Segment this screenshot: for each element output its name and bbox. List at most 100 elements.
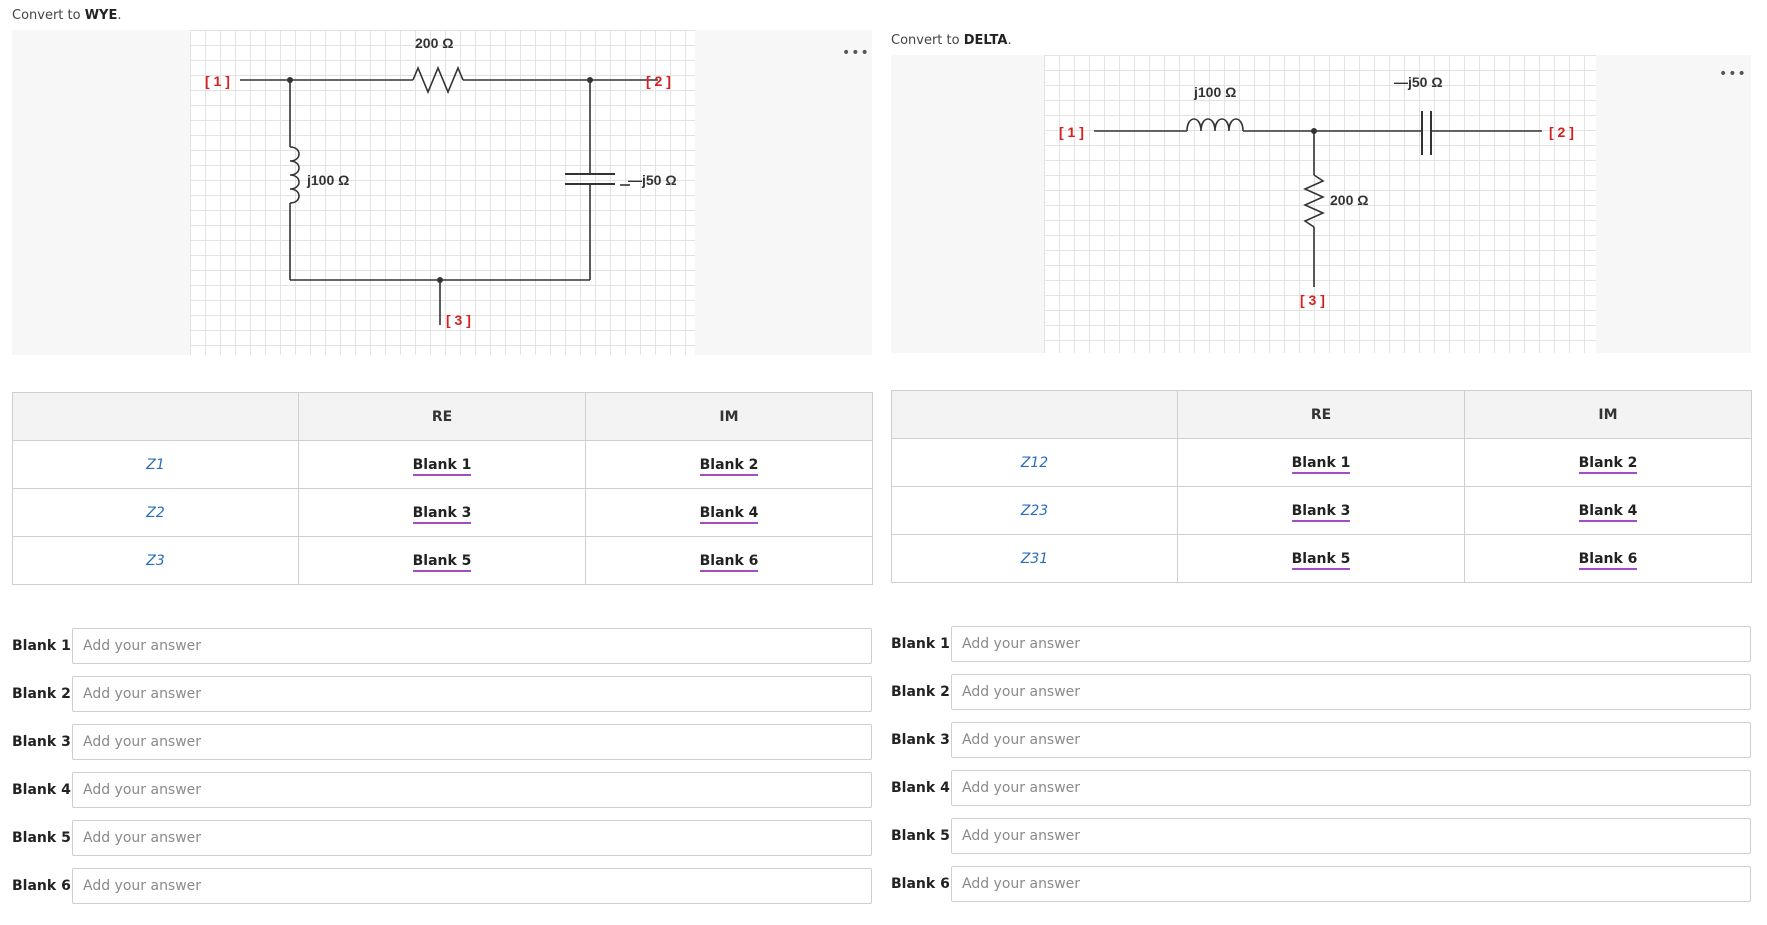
table-cell: Blank 5 bbox=[1177, 534, 1465, 583]
table-header-cell bbox=[12, 392, 299, 441]
blank-link[interactable]: Blank 6 bbox=[1578, 550, 1638, 570]
table-header-cell: IM bbox=[585, 392, 873, 441]
prompt-target: WYE bbox=[84, 8, 118, 23]
answer-input[interactable] bbox=[951, 722, 1751, 758]
more-options-icon[interactable]: ••• bbox=[842, 45, 870, 61]
junction-dot bbox=[437, 277, 443, 283]
answer-input[interactable] bbox=[72, 772, 872, 808]
answer-input[interactable] bbox=[951, 770, 1751, 806]
table-cell: Blank 4 bbox=[585, 488, 873, 537]
capacitor-label: —j50 Ω bbox=[1394, 74, 1443, 90]
prompt-text: Convert to bbox=[891, 33, 964, 48]
answer-label: Blank 4 bbox=[891, 780, 950, 796]
resistor-label: 200 Ω bbox=[415, 35, 453, 51]
answer-label: Blank 3 bbox=[12, 734, 71, 750]
blank-link[interactable]: Blank 1 bbox=[1291, 454, 1351, 474]
node-3-label: [ 3 ] bbox=[1300, 292, 1325, 308]
answer-row: Blank 5 bbox=[12, 820, 877, 858]
delta-question-panel: Convert to DELTA. [ 1 ] [ 2 ] [ 3 bbox=[891, 0, 1756, 925]
node-2-label: [ 2 ] bbox=[1549, 124, 1574, 140]
row-label: Z3 bbox=[12, 536, 299, 585]
inductor-label: j100 Ω bbox=[306, 172, 349, 188]
node-2-label: [ 2 ] bbox=[646, 73, 671, 89]
answer-input[interactable] bbox=[951, 626, 1751, 662]
blank-link[interactable]: Blank 3 bbox=[1291, 502, 1351, 522]
table-cell: Blank 2 bbox=[1464, 438, 1752, 487]
circuit-grid: [ 1 ] [ 2 ] [ 3 ] 200 Ω j100 Ω —j50 Ω bbox=[190, 30, 695, 355]
table-row: Z23 Blank 3 Blank 4 bbox=[891, 486, 1752, 535]
answer-label: Blank 6 bbox=[891, 876, 950, 892]
prompt-text: Convert to bbox=[12, 8, 85, 23]
circuit-grid: [ 1 ] [ 2 ] [ 3 ] j100 Ω —j50 Ω 200 Ω bbox=[1044, 55, 1596, 353]
blank-link[interactable]: Blank 1 bbox=[412, 456, 472, 476]
answer-label: Blank 6 bbox=[12, 878, 71, 894]
answer-input[interactable] bbox=[72, 628, 872, 664]
answer-row: Blank 2 bbox=[891, 674, 1756, 712]
blank-link[interactable]: Blank 4 bbox=[1578, 502, 1638, 522]
blank-link[interactable]: Blank 6 bbox=[699, 552, 759, 572]
capacitor-label: —j50 Ω bbox=[628, 172, 677, 188]
answer-row: Blank 3 bbox=[891, 722, 1756, 760]
wye-question-panel: Convert to WYE. bbox=[12, 0, 877, 925]
answer-label: Blank 5 bbox=[12, 830, 71, 846]
inductor-label: j100 Ω bbox=[1193, 84, 1236, 100]
resistor-symbol bbox=[412, 65, 464, 95]
wye-circuit-diagram: [ 1 ] [ 2 ] [ 3 ] j100 Ω —j50 Ω 200 Ω bbox=[1059, 74, 1574, 308]
blank-link[interactable]: Blank 2 bbox=[1578, 454, 1638, 474]
answer-label: Blank 4 bbox=[12, 782, 71, 798]
answer-row: Blank 4 bbox=[891, 770, 1756, 808]
inductor-symbol bbox=[289, 146, 300, 204]
answer-row: Blank 3 bbox=[12, 724, 877, 762]
answer-table: RE IM Z12 Blank 1 Blank 2 Z23 Blank 3 Bl… bbox=[891, 390, 1752, 583]
answer-row: Blank 6 bbox=[12, 868, 877, 906]
table-cell: Blank 2 bbox=[585, 440, 873, 489]
answer-label: Blank 1 bbox=[12, 638, 71, 654]
answer-input[interactable] bbox=[72, 676, 872, 712]
answer-row: Blank 6 bbox=[891, 866, 1756, 904]
row-label: Z1 bbox=[12, 440, 299, 489]
circuit-figure: [ 1 ] [ 2 ] [ 3 ] j100 Ω —j50 Ω 200 Ω ••… bbox=[891, 55, 1751, 353]
blank-link[interactable]: Blank 3 bbox=[412, 504, 472, 524]
answer-row: Blank 5 bbox=[891, 818, 1756, 856]
answer-row: Blank 2 bbox=[12, 676, 877, 714]
answer-input[interactable] bbox=[951, 674, 1751, 710]
row-label: Z2 bbox=[12, 488, 299, 537]
prompt-suffix: . bbox=[117, 8, 122, 23]
answer-label: Blank 1 bbox=[891, 636, 950, 652]
table-row: Z2 Blank 3 Blank 4 bbox=[12, 488, 873, 537]
answer-table: RE IM Z1 Blank 1 Blank 2 Z2 Blank 3 Blan… bbox=[12, 392, 873, 585]
circuit-figure: [ 1 ] [ 2 ] [ 3 ] 200 Ω j100 Ω —j50 Ω ••… bbox=[12, 30, 872, 355]
junction-dot bbox=[287, 77, 293, 83]
junction-dot bbox=[1311, 128, 1317, 134]
blank-link[interactable]: Blank 5 bbox=[412, 552, 472, 572]
table-cell: Blank 1 bbox=[1177, 438, 1465, 487]
table-cell: Blank 3 bbox=[1177, 486, 1465, 535]
blank-link[interactable]: Blank 5 bbox=[1291, 550, 1351, 570]
answer-label: Blank 2 bbox=[12, 686, 71, 702]
row-label: Z23 bbox=[891, 486, 1178, 535]
answer-row: Blank 4 bbox=[12, 772, 877, 810]
answer-input[interactable] bbox=[72, 868, 872, 904]
answer-label: Blank 2 bbox=[891, 684, 950, 700]
question-prompt: Convert to WYE. bbox=[12, 8, 122, 23]
blank-link[interactable]: Blank 2 bbox=[699, 456, 759, 476]
table-cell: Blank 4 bbox=[1464, 486, 1752, 535]
table-cell: Blank 1 bbox=[298, 440, 586, 489]
more-options-icon[interactable]: ••• bbox=[1719, 66, 1747, 82]
table-cell: Blank 6 bbox=[585, 536, 873, 585]
answer-input[interactable] bbox=[951, 818, 1751, 854]
table-cell: Blank 6 bbox=[1464, 534, 1752, 583]
row-label: Z12 bbox=[891, 438, 1178, 487]
resistor-symbol bbox=[1303, 174, 1325, 228]
table-header-cell bbox=[891, 390, 1178, 439]
table-header-cell: RE bbox=[1177, 390, 1465, 439]
table-header-row: RE IM bbox=[12, 392, 873, 441]
answer-input[interactable] bbox=[951, 866, 1751, 902]
table-cell: Blank 5 bbox=[298, 536, 586, 585]
delta-circuit-diagram: [ 1 ] [ 2 ] [ 3 ] 200 Ω j100 Ω —j50 Ω bbox=[205, 35, 677, 328]
junction-dot bbox=[587, 77, 593, 83]
blank-link[interactable]: Blank 4 bbox=[699, 504, 759, 524]
answer-input[interactable] bbox=[72, 724, 872, 760]
answer-input[interactable] bbox=[72, 820, 872, 856]
resistor-label: 200 Ω bbox=[1330, 192, 1368, 208]
